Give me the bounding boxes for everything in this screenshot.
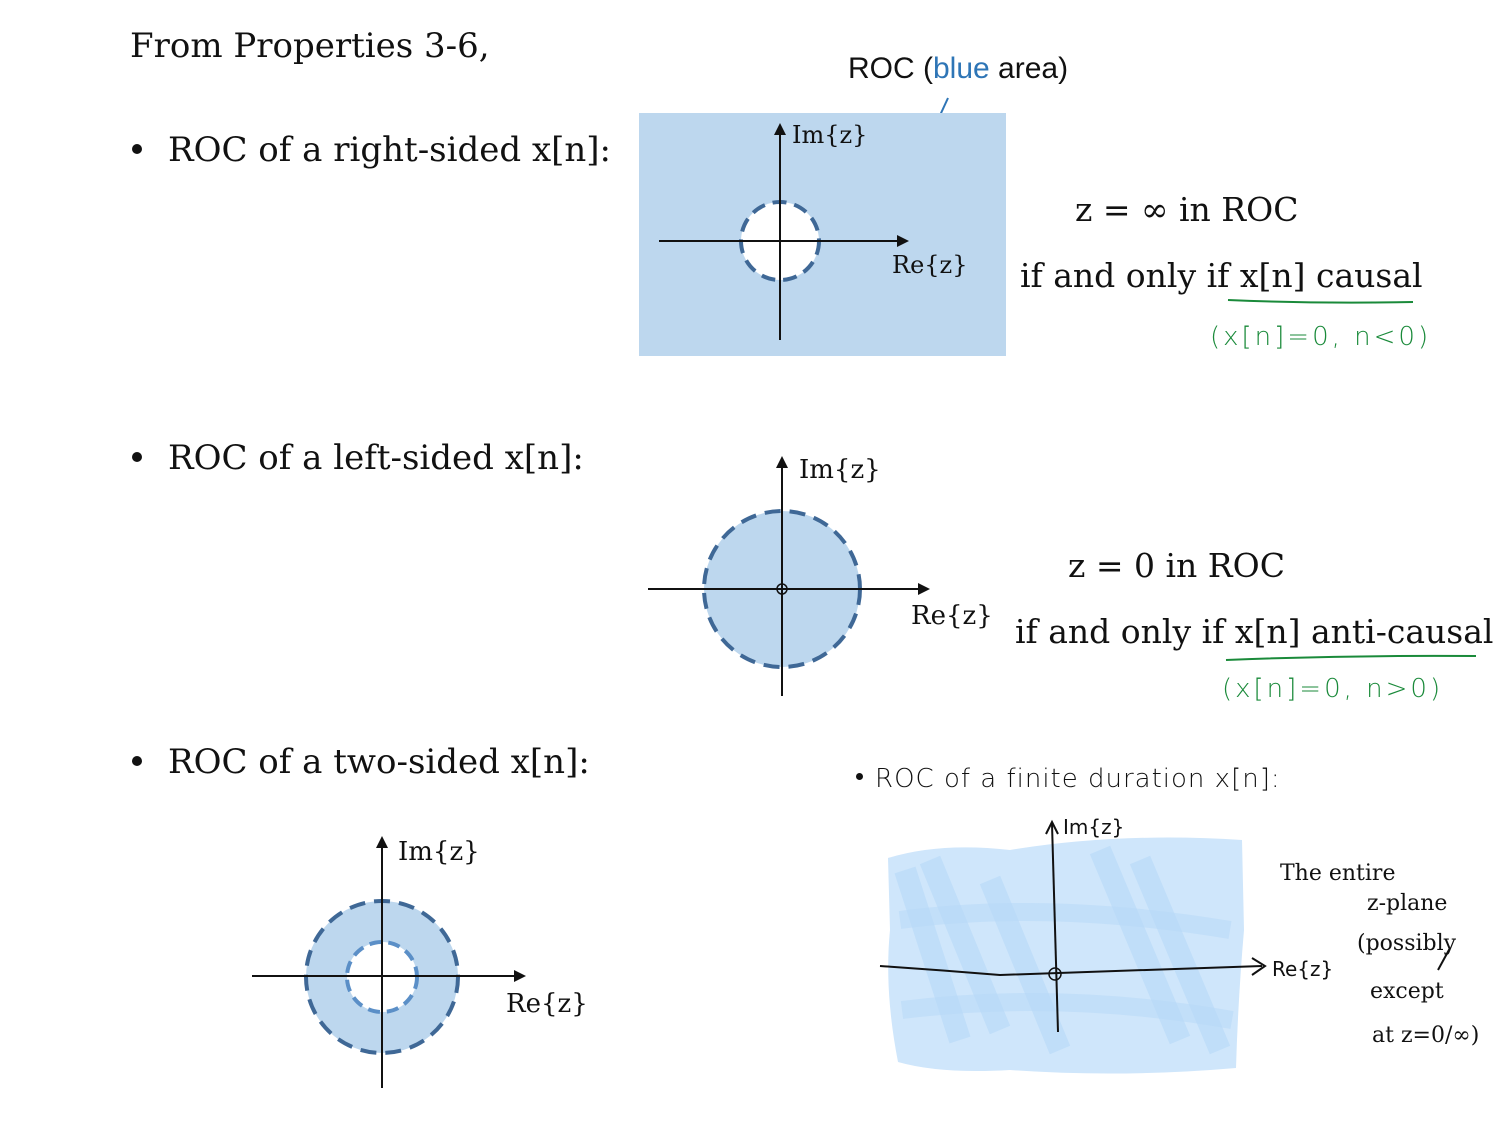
bullet-finite-duration: ROC of a finite duration x[n]: (856, 764, 1281, 794)
bullet-dot (132, 452, 142, 462)
finite-note-line-2: z-plane (1367, 891, 1447, 916)
right-sided-causal-note: (x[n]=0, n<0) (1210, 322, 1432, 352)
origin-marker (776, 583, 788, 595)
im-axis-label: Im{z} (1063, 815, 1124, 839)
re-axis-label: Re{z} (506, 989, 588, 1019)
re-axis-label: Re{z} (892, 251, 967, 279)
imag-axis-arrowhead (1045, 819, 1059, 835)
finite-note-pointer (1437, 947, 1451, 971)
origin-marker (1048, 967, 1062, 981)
left-sided-roc-diagram: Im{z} Re{z} (648, 455, 993, 696)
im-axis-label: Im{z} (799, 455, 881, 485)
imag-axis (1051, 823, 1059, 1033)
bullet-left-sided-text: ROC of a left-sided x[n]: (168, 438, 584, 478)
bullet-dot (132, 756, 142, 766)
roc-legend-suffix: area) (989, 52, 1069, 85)
finite-note-line-1: The entire (1280, 861, 1395, 886)
finite-note-line-5: at z=0/∞) (1372, 1023, 1479, 1048)
roc-legend-prefix: ROC ( (848, 52, 933, 85)
bullet-two-sided-text: ROC of a two-sided x[n]: (168, 742, 590, 782)
roc-legend-blue-word: blue (933, 52, 990, 85)
right-sided-condition: z = ∞ in ROC (1075, 190, 1299, 229)
bullet-dot (856, 773, 863, 780)
real-axis (879, 965, 1263, 977)
bullet-right-sided-text: ROC of a right-sided x[n]: (168, 130, 612, 170)
bullet-finite-duration-text: ROC of a finite duration x[n]: (875, 764, 1281, 794)
two-sided-roc-diagram: Im{z} Re{z} (252, 836, 588, 1088)
bullet-left-sided: ROC of a left-sided x[n]: (132, 438, 584, 478)
im-axis-label: Im{z} (792, 121, 867, 149)
re-axis-label: Re{z} (911, 601, 993, 631)
real-axis-arrowhead (1251, 957, 1267, 976)
re-axis-label: Re{z} (1272, 957, 1333, 981)
im-axis-label: Im{z} (398, 837, 480, 867)
roc-region (639, 113, 1006, 356)
page-heading: From Properties 3-6, (130, 26, 490, 66)
left-sided-condition: z = 0 in ROC (1068, 546, 1285, 585)
right-sided-iff: if and only if x[n] causal (1020, 256, 1423, 295)
finite-note: The entire z-plane (possibly except at z… (1280, 861, 1479, 1048)
right-sided-roc-diagram: Im{z} Re{z} (639, 113, 1006, 356)
bullet-dot (132, 144, 142, 154)
bullet-two-sided: ROC of a two-sided x[n]: (132, 742, 590, 782)
left-sided-anticausal-note: (x[n]=0, n>0) (1222, 674, 1444, 704)
bullet-right-sided: ROC of a right-sided x[n]: (132, 130, 611, 170)
finite-note-line-4: except (1370, 979, 1444, 1004)
roc-legend: ROC (blue area) (848, 52, 1068, 86)
left-sided-iff: if and only if x[n] anti-causal (1015, 612, 1494, 651)
finite-note-line-3: (possibly (1357, 931, 1457, 956)
